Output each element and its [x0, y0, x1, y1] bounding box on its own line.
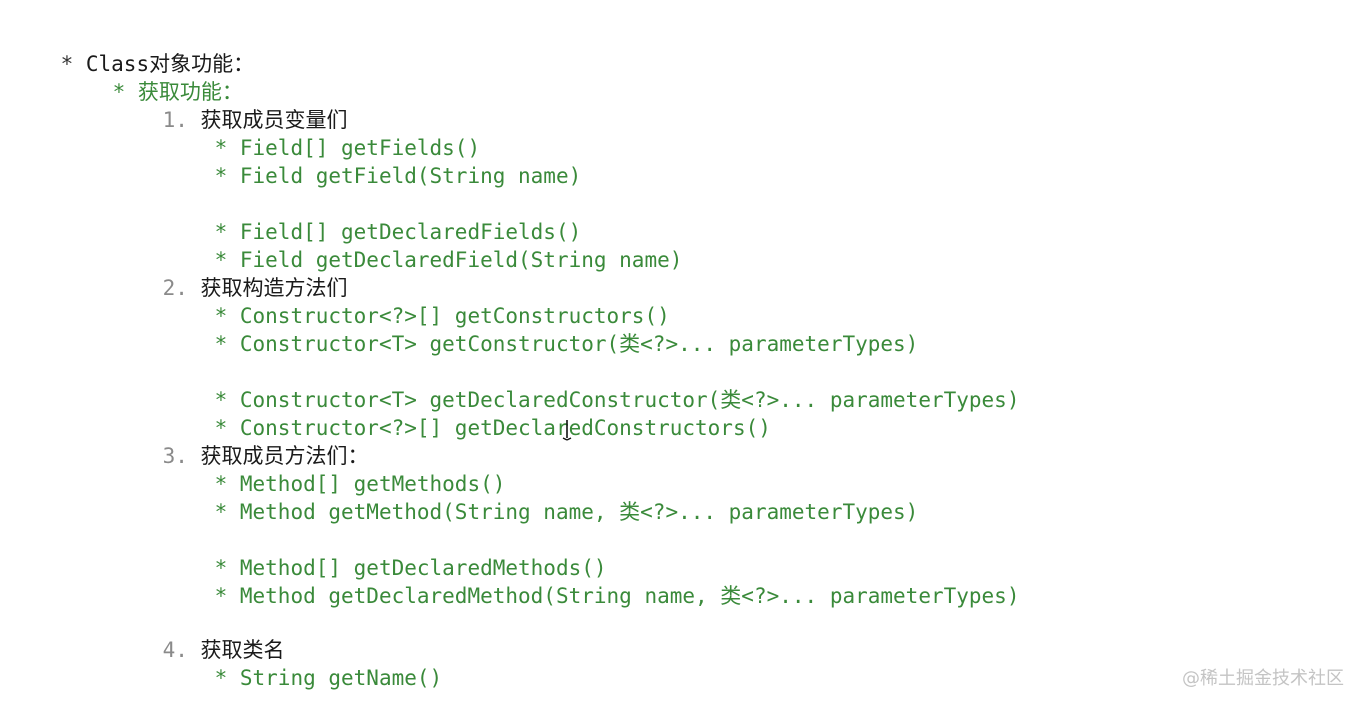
item-text: Method[] getMethods() [239, 472, 506, 496]
list-item: * Field[] getDeclaredFields() [164, 190, 582, 244]
item-bullet: * [214, 388, 240, 412]
title-text: Class对象功能： [85, 52, 255, 76]
item-bullet: * [214, 500, 240, 524]
document-page: * Class对象功能： * 获取功能： 1. 获取成员变量们 * Field[… [10, 22, 1344, 690]
item-text: Constructor<T> getConstructor(类<?>... pa… [239, 332, 919, 356]
list-item: * Constructor<T> getConstructor(类<?>... … [164, 302, 919, 356]
item-text: Constructor<?>[] getDeclaredConstructors… [239, 416, 771, 440]
item-bullet: * [214, 136, 240, 160]
item-text: String getName() [239, 666, 443, 690]
item-bullet: * [214, 304, 240, 328]
group-number: 3. [162, 444, 188, 468]
list-item: * Method[] getDeclaredMethods() [164, 526, 607, 580]
title-bullet: * [60, 52, 86, 76]
title-line: * Class对象功能： [10, 22, 255, 76]
group-heading-text: 获取成员方法们： [200, 444, 369, 468]
item-bullet: * [214, 584, 240, 608]
item-text: Constructor<T> getDeclaredConstructor(类<… [239, 388, 1020, 412]
item-bullet: * [214, 332, 240, 356]
item-bullet: * [214, 416, 240, 440]
list-item: * Method[] getMethods() [164, 442, 506, 496]
list-item: * Constructor<?>[] getDeclaredConstructo… [164, 386, 771, 440]
group-heading-text: 获取构造方法们 [200, 276, 348, 300]
item-bullet: * [214, 556, 240, 580]
item-bullet: * [214, 248, 240, 272]
list-item: * String getName() [164, 636, 443, 690]
group-heading-text: 获取成员变量们 [200, 108, 348, 132]
section-bullet: * [112, 80, 138, 104]
group-1-heading: 1. 获取成员变量们 [112, 78, 348, 132]
list-item: * Constructor<T> getDeclaredConstructor(… [164, 358, 1020, 412]
item-text: Constructor<?>[] getConstructors() [239, 304, 670, 328]
group-2-heading: 2. 获取构造方法们 [112, 246, 348, 300]
list-item: * Field[] getFields() [164, 106, 481, 160]
item-bullet: * [214, 220, 240, 244]
watermark: @稀土掘金技术社区 [1182, 668, 1344, 689]
group-3-heading: 3. 获取成员方法们： [112, 414, 369, 468]
list-item: * Field getField(String name) [164, 134, 582, 188]
item-text: Field getDeclaredField(String name) [239, 248, 683, 272]
group-number: 2. [162, 276, 188, 300]
group-number: 1. [162, 108, 188, 132]
group-number: 4. [162, 638, 188, 662]
group-heading-text: 获取类名 [200, 638, 285, 662]
list-item: * Method getDeclaredMethod(String name, … [164, 554, 1020, 608]
item-text: Method getDeclaredMethod(String name, 类<… [239, 584, 1020, 608]
item-text: Field getField(String name) [239, 164, 582, 188]
item-bullet: * [214, 666, 240, 690]
text-cursor-icon [562, 420, 572, 441]
group-4-heading: 4. 获取类名 [112, 608, 285, 662]
item-text: Field[] getDeclaredFields() [239, 220, 582, 244]
item-text: Method[] getDeclaredMethods() [239, 556, 607, 580]
list-item: * Method getMethod(String name, 类<?>... … [164, 470, 919, 524]
list-item: * Constructor<?>[] getConstructors() [164, 274, 670, 328]
item-bullet: * [214, 164, 240, 188]
item-text: Field[] getFields() [239, 136, 481, 160]
section-text: 获取功能： [137, 80, 243, 104]
list-item: * Field getDeclaredField(String name) [164, 218, 683, 272]
item-text: Method getMethod(String name, 类<?>... pa… [239, 500, 919, 524]
section-line: * 获取功能： [62, 50, 243, 104]
item-bullet: * [214, 472, 240, 496]
